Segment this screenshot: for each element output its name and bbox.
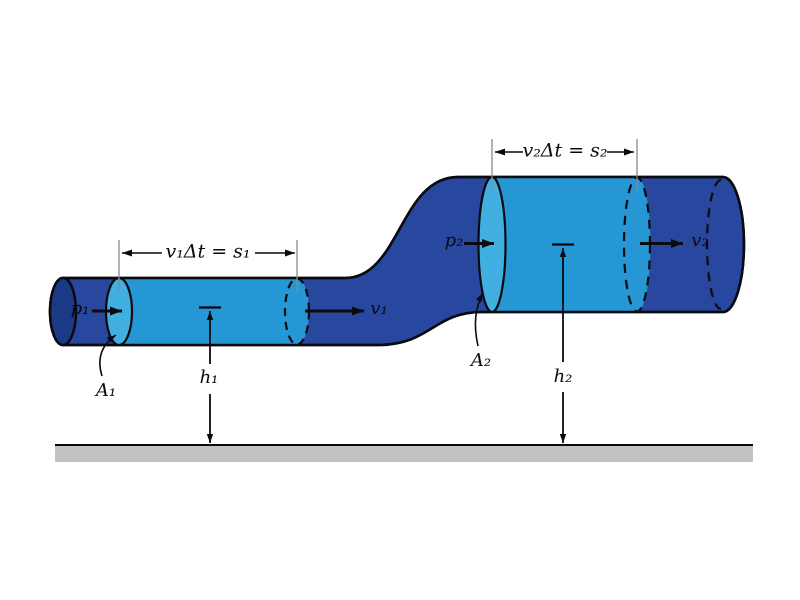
ground-bar [55,446,753,462]
label-area2: A₂ [470,350,492,371]
label-height1: h₁ [199,367,219,388]
label-area1: A₁ [95,380,117,401]
pipe-end-cap [48,276,78,347]
label-segment2-dimension: v₂Δt = s₂ [522,139,608,162]
area-pointer-A2 [474,292,484,347]
label-pressure1: p₁ [70,298,90,319]
label-pressure2: p₂ [444,230,464,251]
area-pointer-A1 [99,334,117,377]
fluid-segment-1 [106,278,310,345]
label-velocity1: v₁ [370,298,388,319]
pipe-open-end-dashed-arc [705,178,722,311]
label-height2: h₂ [553,366,573,387]
label-velocity2: v₂ [691,230,709,251]
label-segment1-dimension: v₁Δt = s₁ [165,240,251,263]
